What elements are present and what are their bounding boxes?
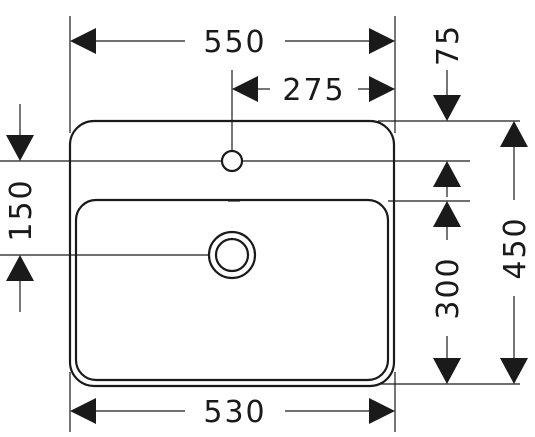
dimension-total-depth: 450 xyxy=(498,121,533,384)
arrow-down-icon xyxy=(500,358,528,384)
arrow-right-icon xyxy=(369,28,395,54)
dimension-basin-depth: 300 xyxy=(431,201,466,384)
arrow-right-icon xyxy=(369,76,395,102)
tap-hole xyxy=(220,149,244,173)
dimension-label-300: 300 xyxy=(431,256,466,319)
arrow-up-icon xyxy=(433,201,461,227)
arrow-down-icon xyxy=(433,95,461,121)
dimension-top-width: 550 xyxy=(70,25,395,60)
arrow-down-icon xyxy=(6,135,34,161)
arrow-right-icon xyxy=(369,398,395,424)
dimension-label-450: 450 xyxy=(498,216,533,279)
arrow-left-icon xyxy=(70,398,96,424)
arrow-left-icon xyxy=(232,76,258,102)
dimension-label-550: 550 xyxy=(203,25,266,60)
dimension-tap-depth: 75 xyxy=(431,24,466,197)
dimension-label-530: 530 xyxy=(203,395,266,430)
basin-bowl xyxy=(74,198,390,382)
arrow-left-icon xyxy=(70,28,96,54)
arrow-up-icon xyxy=(6,255,34,281)
dimension-basin-top-offset: 150 xyxy=(4,104,39,312)
dimension-tap-offset: 275 xyxy=(232,73,395,108)
arrow-up-icon xyxy=(433,161,461,187)
extension-lines xyxy=(0,16,520,432)
dimension-bottom-width: 530 xyxy=(70,395,395,430)
dimension-label-150: 150 xyxy=(4,178,39,241)
drain-icon xyxy=(207,230,257,280)
dimension-label-75: 75 xyxy=(431,24,466,66)
dimension-label-275: 275 xyxy=(282,73,345,108)
arrow-down-icon xyxy=(433,358,461,384)
arrow-up-icon xyxy=(500,121,528,147)
